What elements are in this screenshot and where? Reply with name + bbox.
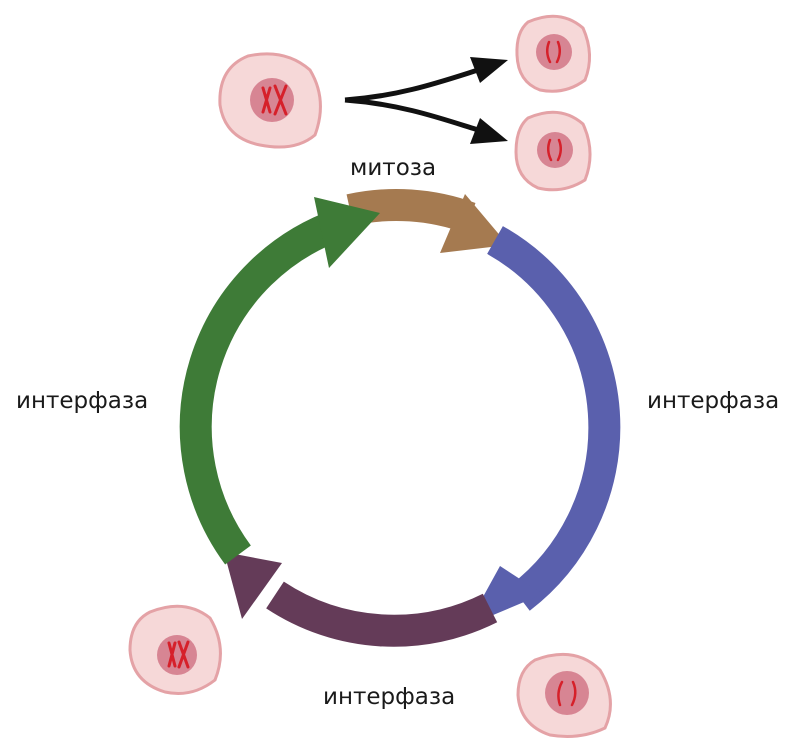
interphase-right-arc [487, 226, 621, 611]
cell-parent [218, 52, 322, 149]
chromatid-icon [546, 40, 561, 64]
cell-bottom-right [516, 652, 612, 738]
cell-daughter-bottom [514, 110, 592, 192]
cell-daughter-top [515, 14, 591, 93]
chromosome-icon [167, 640, 190, 669]
interphase-bottom-arc-arrowhead [224, 552, 282, 619]
interphase-left-arc [179, 208, 346, 565]
label-mitosis: митоза [350, 155, 437, 181]
chromosome-icon [261, 84, 288, 116]
label-interphase-left: интерфаза [16, 388, 149, 414]
split-arrow-lower-head [470, 118, 508, 144]
chromatid-icon [547, 138, 562, 162]
split-arrow-upper-head [470, 57, 508, 83]
split-arrow-upper [344, 67, 479, 103]
split-arrow-lower [344, 97, 479, 133]
cell-bottom-left [128, 604, 222, 695]
interphase-bottom-arc [266, 581, 498, 647]
label-interphase-right: интерфаза [647, 388, 780, 414]
label-interphase-bottom: интерфаза [323, 684, 456, 710]
chromatid-icon [557, 680, 577, 707]
mitosis-arc-arrowhead [440, 194, 508, 253]
interphase-left-arc-arrowhead [314, 197, 380, 268]
